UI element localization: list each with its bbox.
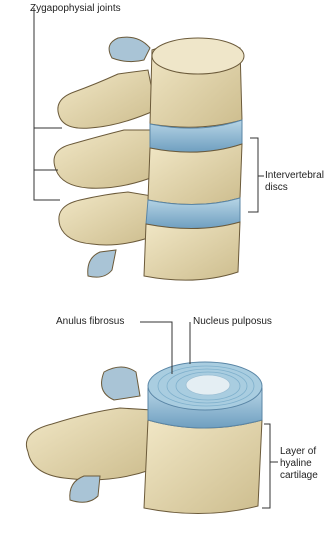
label-zygapophysial-joints: Zygapophysial joints	[30, 3, 121, 15]
vertebral-body-lower-fig	[144, 420, 262, 514]
label-intervertebral-line1: Intervertebral	[265, 170, 324, 182]
posterior-arch-lower-fig	[26, 408, 152, 480]
label-anulus-fibrosus: Anulus fibrosus	[56, 316, 124, 328]
label-cartilage-line3: cartilage	[280, 470, 318, 482]
posterior-arch-2	[54, 130, 156, 188]
posterior-arch-1	[58, 70, 156, 128]
vertebral-body-2	[148, 144, 242, 205]
posterior-arch-3	[59, 192, 154, 245]
lower-vertebral-segment	[26, 362, 262, 514]
label-intervertebral-line2: discs	[265, 182, 288, 194]
upper-vertebral-segment	[54, 37, 244, 280]
inferior-process-lower-fig	[70, 476, 100, 502]
spinous-process-lower-fig	[102, 367, 140, 400]
vertebral-body-3	[144, 222, 240, 280]
label-cartilage-line1: Layer of	[280, 446, 316, 458]
vertebral-endplate-top	[152, 38, 244, 74]
transverse-process-lower	[88, 250, 116, 277]
spinous-process-upper	[109, 37, 150, 61]
nucleus-pulposus	[186, 375, 230, 395]
label-cartilage-line2: hyaline	[280, 458, 312, 470]
label-nucleus-pulposus: Nucleus pulposus	[193, 316, 272, 328]
